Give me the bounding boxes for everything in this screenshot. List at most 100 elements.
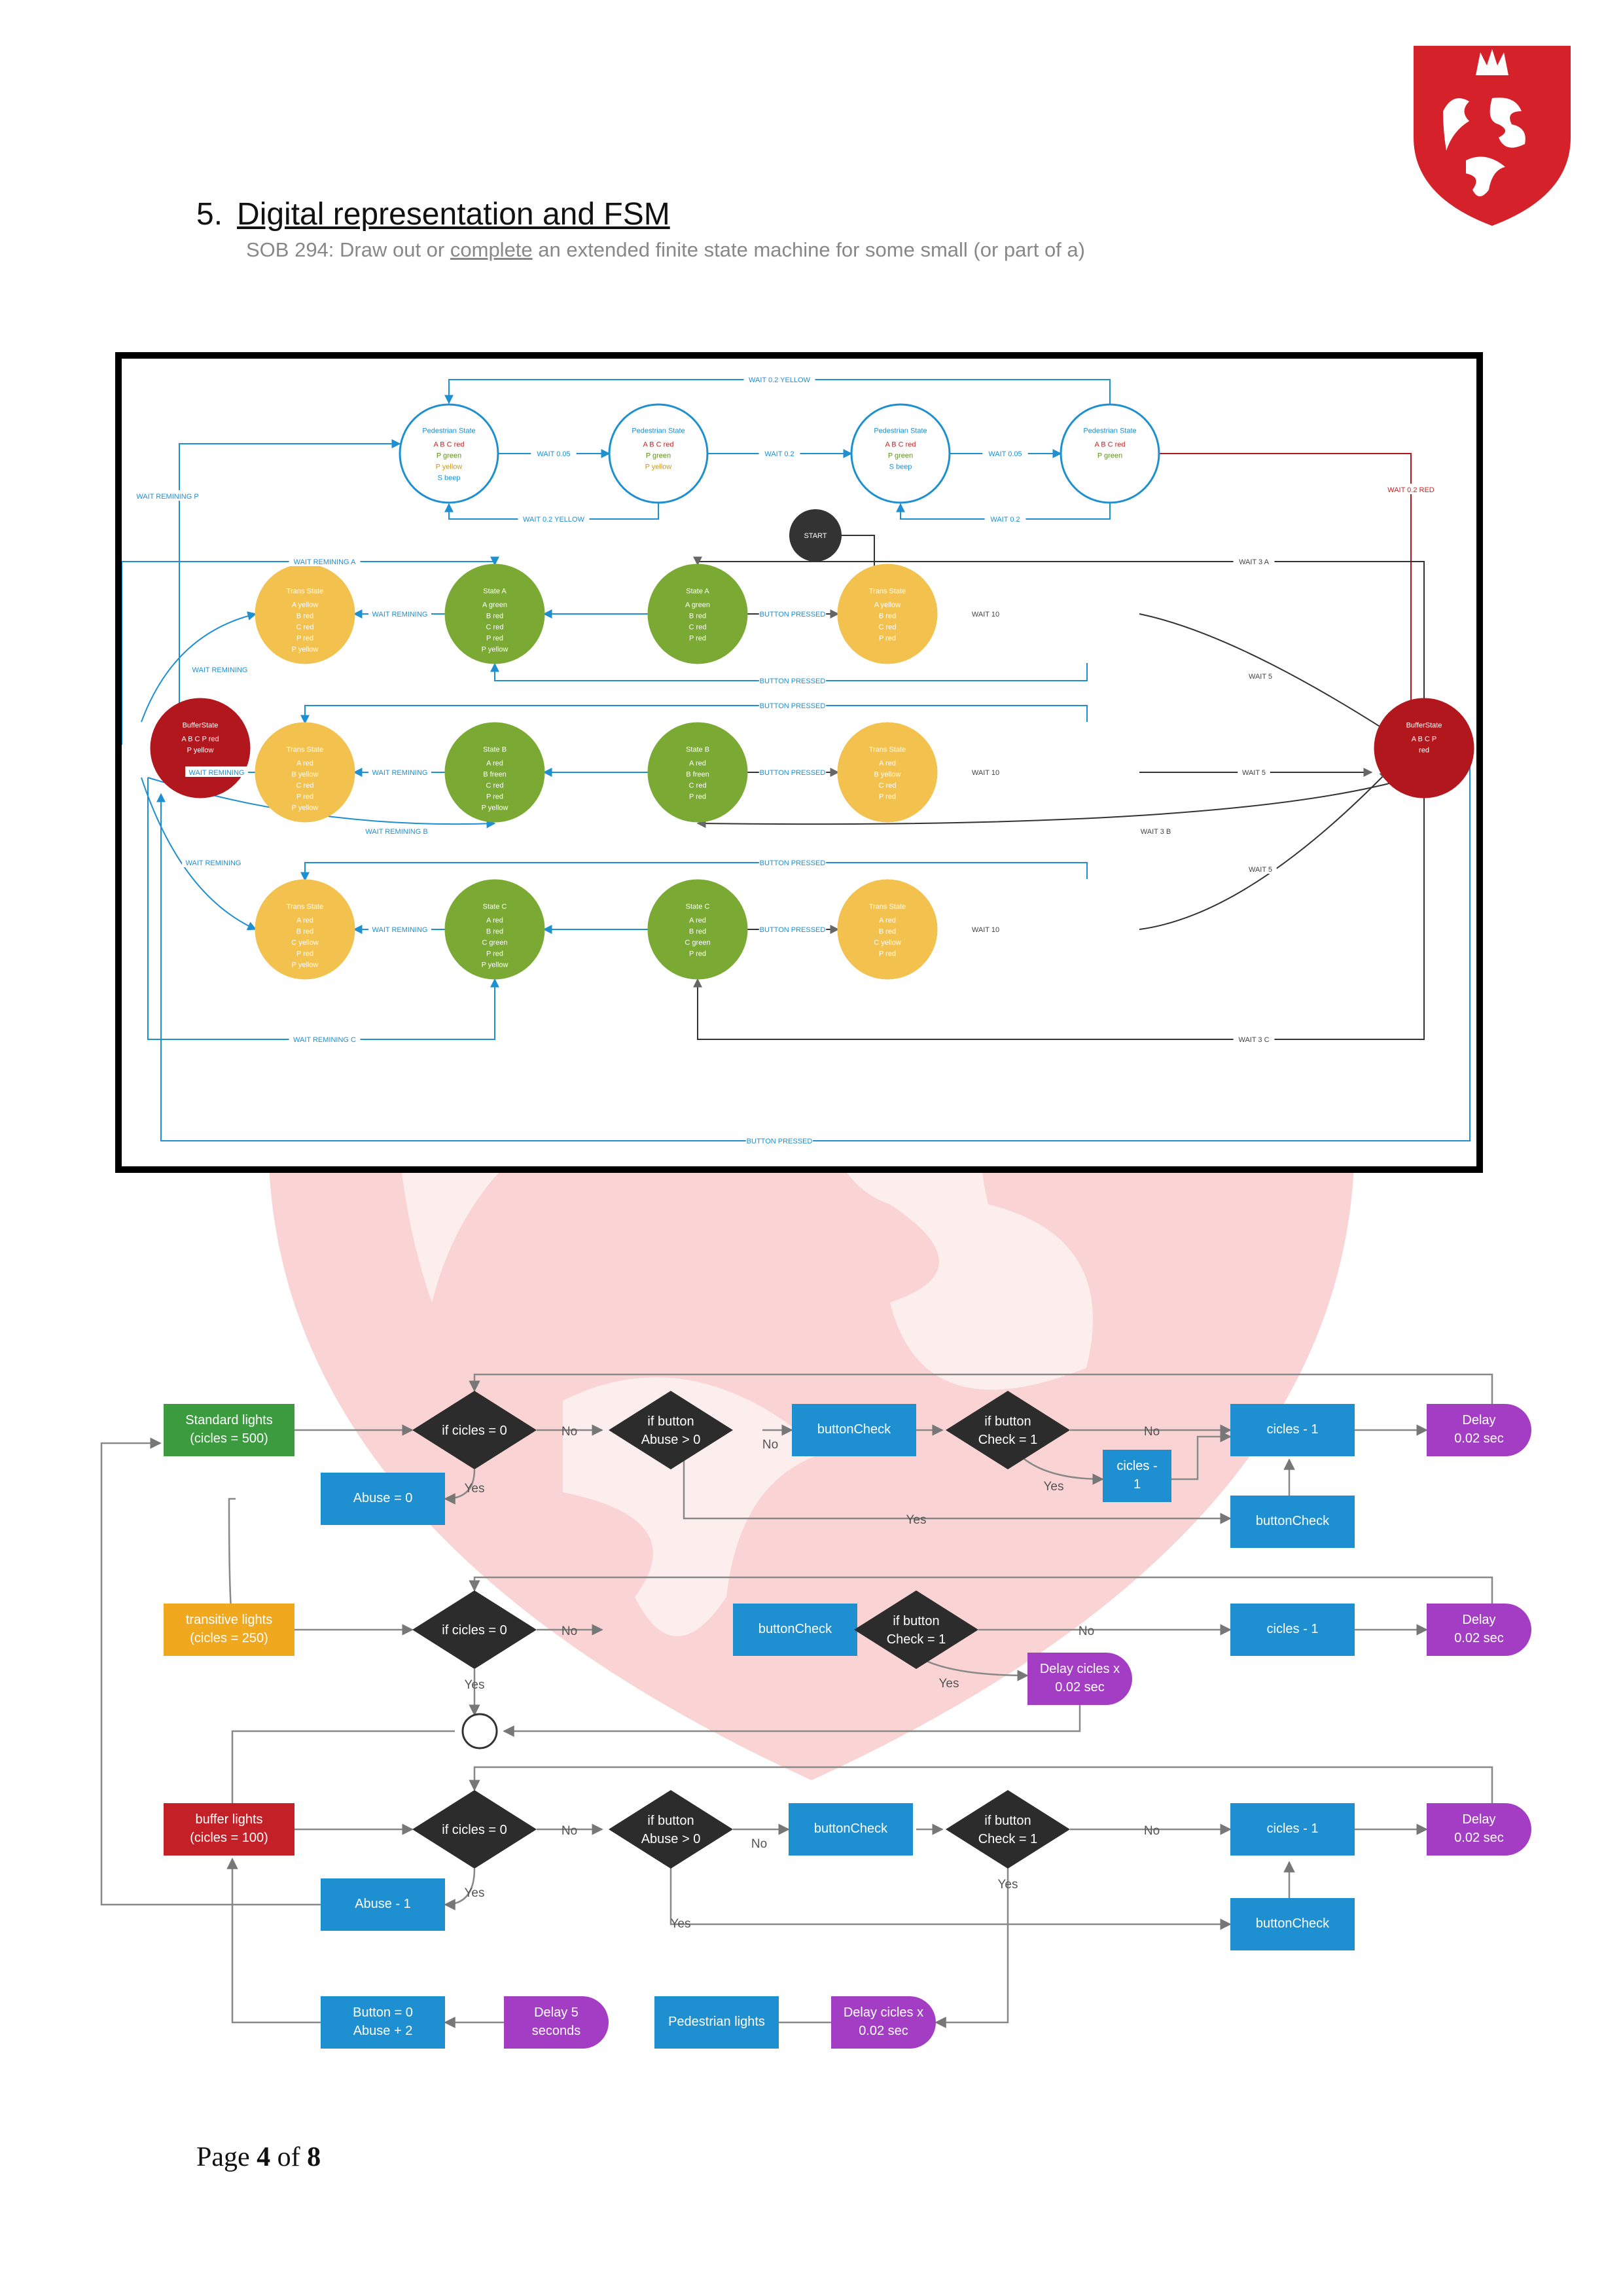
buttoncheck-row1b: buttonCheck [1230,1496,1355,1548]
svg-text:WAIT 3 A: WAIT 3 A [1239,558,1270,566]
svg-text:Delay: Delay [1462,1812,1495,1827]
state-line: A red [296,917,313,925]
state-line: B red [486,928,503,936]
state-line: C red [879,624,897,632]
state-line: A red [689,917,706,925]
buffer-lights-box: buffer lights (cicles = 100) [164,1803,294,1856]
rowA-label-top: WAIT REMINING A [289,556,361,566]
if-cicles-row3: if cicles = 0 [412,1790,537,1869]
rowA-label-w3: WAIT 3 A [1233,556,1275,566]
r2-yes1-label: Yes [939,1677,959,1691]
state-line: C red [879,782,897,790]
svg-text:0.02 sec: 0.02 sec [1055,1680,1105,1695]
row0-label-rem: WAIT REMINING [368,608,431,619]
rowB-over [300,705,1088,725]
abuse-minus-box: Abuse - 1 [321,1878,445,1931]
svg-text:START: START [804,532,827,540]
section-number: 5. [196,197,223,232]
footer-page-number: 4 [257,2142,271,2172]
svg-text:if button: if button [893,1614,939,1628]
buffer-rem-1 [141,611,257,723]
footer-of: of [270,2142,308,2172]
r3-btn-to-buffer [226,1857,321,2024]
r1-no2: No [762,1438,778,1452]
state-title: Pedestrian State [874,427,927,435]
r3-abuse-yes [669,1865,1232,1930]
row0-label-btn: BUTTON PRESSED [758,608,827,619]
r2-no2: No [1079,1624,1094,1638]
state-line: red [1419,747,1429,755]
row0-label-w10: WAIT 10 [967,608,1005,619]
svg-text:WAIT 0.2: WAIT 0.2 [990,516,1020,524]
buttoncheck-row1: buttonCheck [792,1404,916,1456]
state-line: A B C red [433,441,464,449]
label-wait-02-yellow-top: WAIT 0.2 YELLOW [743,374,815,384]
state-line: A red [689,760,706,768]
row2-label-w10: WAIT 10 [967,924,1005,934]
footer-page-total: 8 [307,2142,321,2172]
svg-text:Pedestrian lights: Pedestrian lights [668,2015,765,2029]
state-line: P yellow [645,463,672,471]
svg-text:WAIT 10: WAIT 10 [972,926,999,934]
buttoncheck-row2: buttonCheck [733,1604,857,1656]
state-line: A B C red [885,441,916,449]
svg-text:seconds: seconds [532,2024,581,2038]
svg-text:(cicles = 100): (cicles = 100) [190,1831,268,1845]
state-line: C yellow [291,939,319,947]
r3-loop [469,1766,1493,1810]
r1-abuse-yes [683,1460,1232,1524]
svg-text:buttonCheck: buttonCheck [814,1821,888,1836]
r3-no3: No [1144,1824,1160,1838]
state-line: C green [482,939,507,947]
cicles-minus-row1: cicles - 1 [1230,1404,1355,1456]
svg-text:Delay 5: Delay 5 [534,2005,579,2020]
svg-text:0.02 sec: 0.02 sec [859,2024,908,2038]
abuse0-box: Abuse = 0 [321,1473,445,1525]
r1-e6 [1171,1431,1232,1480]
state-line: B freen [483,771,506,779]
label-wait-remining-p: WAIT REMINING P [132,490,204,501]
rowC-label-w3: WAIT 3 C [1233,1033,1275,1044]
ped-edge-red [1159,453,1416,753]
section-heading: 5.Digital representation and FSM [196,196,670,232]
label-wait-02-red: WAIT 0.2 RED [1382,484,1440,494]
svg-text:buffer lights: buffer lights [195,1812,262,1827]
subheading-prefix: SOB 294: Draw out or [246,238,450,261]
svg-text:Delay: Delay [1462,1613,1495,1627]
cicles-minus-split-row1: cicles -1 [1103,1450,1171,1502]
state-line: P red [296,950,313,958]
r1-no1: No [562,1425,577,1439]
rowC-over [300,862,1088,882]
svg-text:WAIT 0.2 YELLOW: WAIT 0.2 YELLOW [523,516,585,524]
svg-text:cicles - 1: cicles - 1 [1267,1422,1319,1437]
state-line: A B C P red [181,736,219,744]
svg-text:Check = 1: Check = 1 [978,1832,1038,1846]
state-line: P yellow [482,804,508,812]
svg-text:WAIT 0.05: WAIT 0.05 [988,450,1022,458]
r3-check-yes [935,1865,1009,2028]
r1-abuse-yes-label: Yes [906,1513,927,1527]
svg-text:buttonCheck: buttonCheck [1256,1514,1330,1528]
state-line: B freen [686,771,709,779]
svg-text:Abuse > 0: Abuse > 0 [641,1433,701,1447]
state-line: A red [486,917,503,925]
delay-cycles-row2: Delay cicles x0.02 sec [1027,1653,1132,1705]
state-line: P green [437,452,461,460]
state-line: P red [689,950,706,958]
svg-text:WAIT 10: WAIT 10 [972,769,999,777]
r3-check-yes-label: Yes [998,1878,1018,1892]
state-line: S beep [889,463,912,471]
state-line: P red [689,635,706,643]
svg-text:WAIT 5: WAIT 5 [1249,866,1272,874]
svg-text:WAIT REMINING: WAIT REMINING [192,666,248,674]
if-cicles-row2: if cicles = 0 [412,1590,537,1669]
svg-text:BUTTON PRESSED: BUTTON PRESSED [760,702,826,710]
state-line: C yellow [874,939,901,947]
